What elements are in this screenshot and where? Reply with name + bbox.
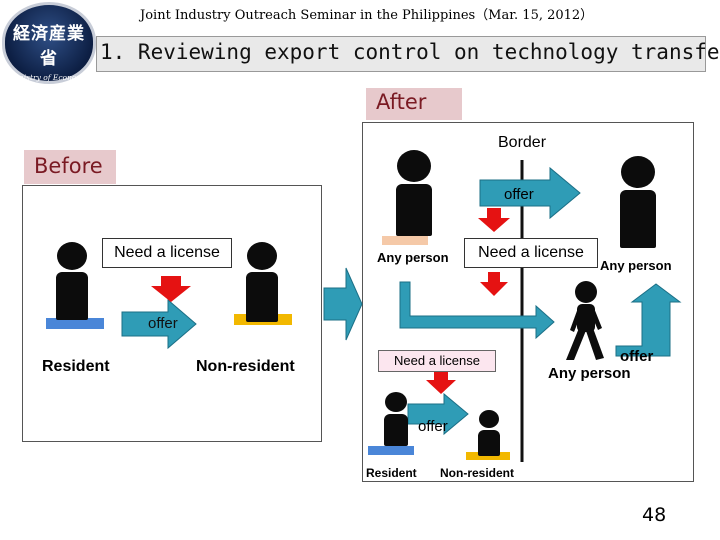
logo-line-2: Trade and Industry bbox=[12, 86, 86, 95]
logo-kanji: 経済産業省 bbox=[13, 24, 85, 69]
logo-line-1: Ministry of Economy, bbox=[8, 73, 90, 82]
after-license-box: Need a license bbox=[464, 238, 598, 268]
after-tag: After bbox=[366, 88, 462, 120]
before-license-box: Need a license bbox=[102, 238, 232, 268]
red-arrow-before bbox=[151, 276, 191, 302]
border-label: Border bbox=[498, 134, 547, 151]
page-number: 48 bbox=[642, 504, 667, 526]
after-offer-bottom-label: offer bbox=[418, 418, 448, 435]
seminar-header: Joint Industry Outreach Seminar in the P… bbox=[140, 8, 594, 23]
walking-person-icon bbox=[566, 281, 604, 360]
offer-arrow-before bbox=[121, 298, 197, 350]
platform-any-person-left bbox=[382, 236, 428, 245]
before-resident-label: Resident bbox=[42, 358, 110, 375]
platform-nonresident-after bbox=[466, 452, 510, 460]
platform-resident-after bbox=[368, 446, 414, 455]
after-license-small-box: Need a license bbox=[378, 350, 496, 372]
after-offer-right-label: offer bbox=[620, 348, 654, 365]
after-offer-top-label: offer bbox=[504, 186, 534, 203]
after-any-person-right-label: Any person bbox=[600, 258, 672, 273]
person-nonresident-before bbox=[246, 242, 278, 322]
offer-arrow-top bbox=[479, 166, 581, 220]
before-offer-label: offer bbox=[148, 315, 178, 332]
offer-flow-lshape bbox=[399, 281, 555, 340]
platform-resident-before bbox=[46, 318, 104, 329]
after-nonresident-label: Non-resident bbox=[440, 466, 515, 480]
title-bar bbox=[96, 36, 706, 72]
transition-arrow bbox=[323, 267, 363, 341]
person-resident-after bbox=[384, 392, 408, 446]
person-resident-before bbox=[56, 242, 88, 320]
slide-title: 1. Reviewing export control on technolog… bbox=[100, 40, 720, 64]
meti-logo: 経済産業省 Ministry of Economy, Trade and Ind… bbox=[2, 2, 96, 95]
after-walker-label: Any person bbox=[548, 365, 631, 382]
person-any-left bbox=[396, 150, 432, 236]
person-any-right bbox=[620, 156, 656, 248]
offer-arrow-bottom bbox=[407, 392, 469, 436]
red-arrow-after-bottom bbox=[426, 372, 456, 394]
offer-arrow-upright bbox=[615, 283, 682, 357]
red-arrow-after-mid bbox=[480, 272, 508, 296]
after-any-person-left-label: Any person bbox=[377, 250, 449, 265]
before-tag: Before bbox=[24, 150, 116, 184]
before-nonresident-label: Non-resident bbox=[196, 358, 295, 375]
person-nonresident-after bbox=[478, 410, 500, 456]
after-resident-label: Resident bbox=[366, 466, 417, 480]
red-arrow-after-top bbox=[478, 208, 510, 232]
